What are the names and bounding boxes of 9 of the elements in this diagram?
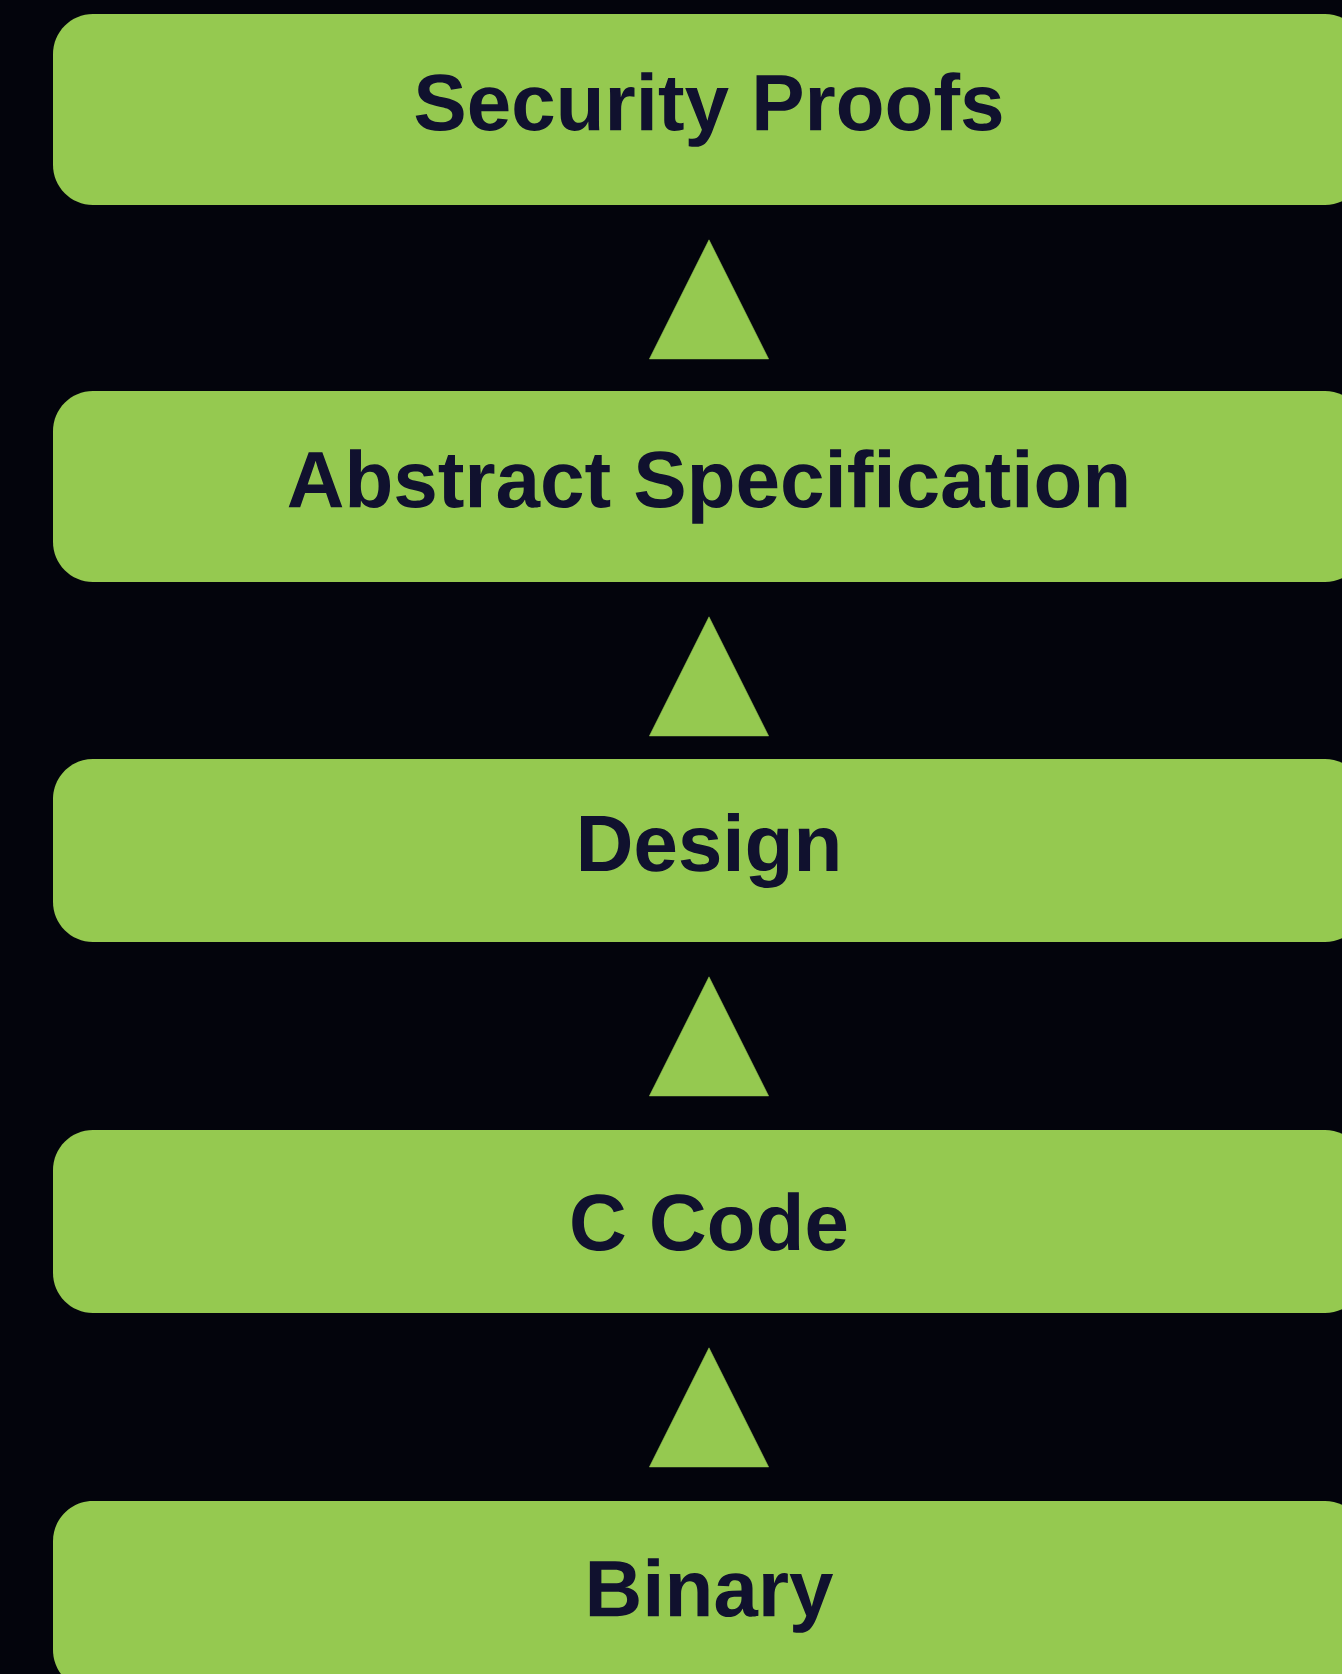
process-box: Binary: [53, 1501, 1342, 1674]
arrow: [649, 1347, 769, 1468]
process-box: C Code: [53, 1130, 1342, 1313]
process-box: Abstract Specification: [53, 391, 1342, 582]
arrow: [649, 616, 769, 737]
process-box: Security Proofs: [53, 14, 1342, 205]
process-box: Design: [53, 759, 1342, 942]
arrow: [649, 976, 769, 1097]
arrow: [649, 239, 769, 360]
